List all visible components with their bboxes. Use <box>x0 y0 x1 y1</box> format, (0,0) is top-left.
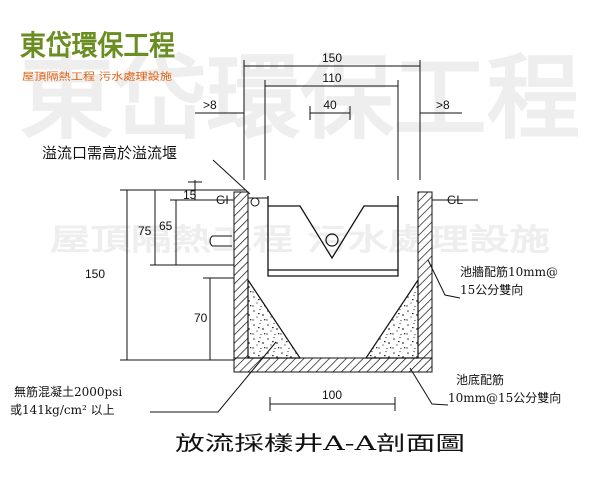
note-concrete-1: 無筋混凝土2000psi <box>14 384 122 399</box>
label-gl-left: GI <box>216 193 229 207</box>
dim-height-15: 15 <box>183 188 197 202</box>
dim-total-height: 150 <box>85 267 105 281</box>
watermark: 東岱環保工程 屋頂隔熱工程 污水處理設施 <box>20 44 580 258</box>
inlet-pipe <box>209 235 232 247</box>
logo-tagline: 屋頂隔熱工程 污水處理設施 <box>22 70 172 83</box>
weir-notch-edge <box>268 205 398 260</box>
dim-height-65: 65 <box>159 219 173 233</box>
note-wall-rebar-1: 池牆配筋10mm@ <box>460 264 558 279</box>
leader-bottom-rebar <box>409 367 449 406</box>
bottom-slab <box>233 357 433 373</box>
dim-weir: 40 <box>323 98 337 112</box>
dim-top-outer: 150 <box>322 51 342 65</box>
company-logo: 東岱環保工程 屋頂隔熱工程 污水處理設施 <box>20 29 175 83</box>
bottom-dimension <box>269 397 396 411</box>
overflow-opening <box>250 197 260 207</box>
note-bottom-rebar-2: 10mm@15公分雙向 <box>448 390 561 405</box>
note-overflow: 溢流口需高於溢流堰 <box>42 144 177 162</box>
concrete-wedge-left <box>247 278 302 359</box>
dim-height-70: 70 <box>194 311 208 325</box>
overflow-outlet <box>248 197 268 207</box>
dim-top-inner: 110 <box>322 71 341 85</box>
top-dimensions <box>195 60 462 180</box>
watermark-line-1: 東岱環保工程 <box>20 44 580 152</box>
concrete-wedge-right <box>364 278 419 359</box>
v-notch-weir <box>267 196 399 277</box>
left-wall <box>233 191 249 373</box>
side-dimensions <box>120 180 246 361</box>
dim-height-75: 75 <box>138 224 152 238</box>
right-wall <box>417 191 433 373</box>
dim-bottom-width: 100 <box>322 388 342 402</box>
watermark-line-2: 屋頂隔熱工程 污水處理設施 <box>50 223 550 258</box>
leader-wall-rebar <box>427 259 461 299</box>
weir-hole <box>325 233 339 247</box>
drawing-title: 放流採樣井A-A剖面圖 <box>175 431 465 455</box>
leader-overflow <box>212 159 251 195</box>
logo-name: 東岱環保工程 <box>20 29 175 62</box>
note-concrete-2: 或141kg/cm² 以上 <box>10 403 115 417</box>
note-wall-rebar-2: 15公分雙向 <box>460 282 523 297</box>
note-bottom-rebar-1: 池底配筋 <box>456 372 504 387</box>
dim-right-offset: >8 <box>436 98 450 112</box>
dim-left-offset: >8 <box>203 98 217 112</box>
leader-concrete <box>150 341 277 413</box>
